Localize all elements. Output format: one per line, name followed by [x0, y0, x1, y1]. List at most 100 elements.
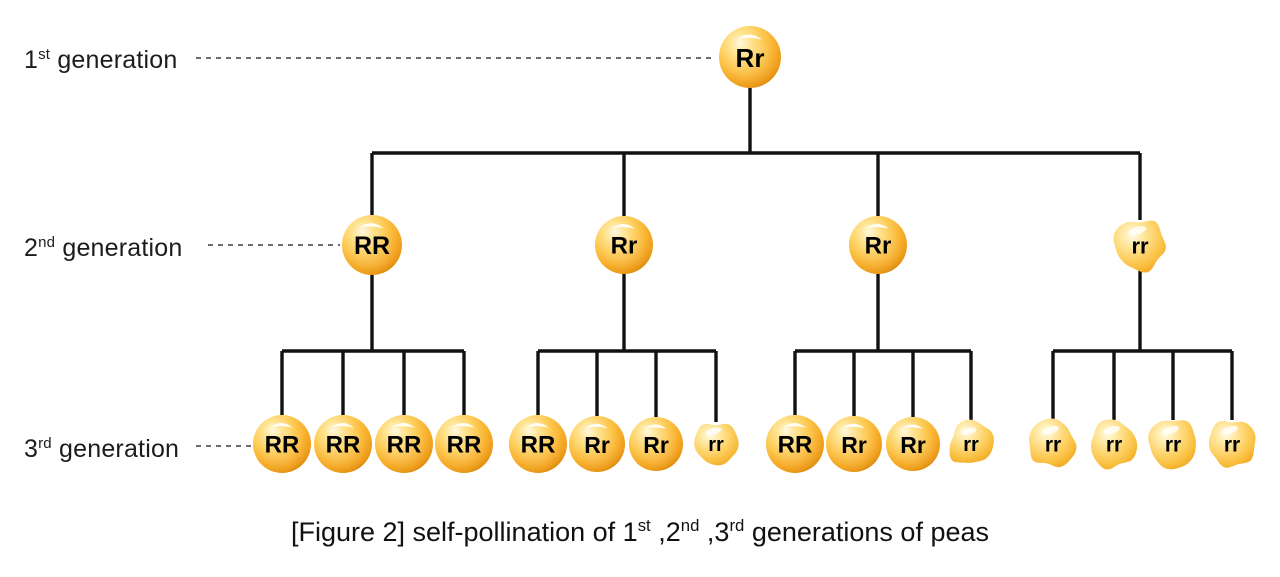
pea-genotype-label: RR [265, 432, 300, 459]
pea-rr-generation-3-14[interactable]: rr [1091, 419, 1138, 470]
generation-label-number: 1 [24, 46, 38, 74]
pea-gloss [257, 424, 307, 471]
pea-rr-generation-3-9[interactable]: RR [766, 415, 824, 473]
generation-label-generation-2: 2nd generation [24, 234, 183, 262]
pea-rr-generation-3-8[interactable]: rr [694, 423, 739, 466]
pea-gloss [346, 224, 398, 273]
pea-gloss [439, 424, 489, 471]
pea-rr-generation-3-12[interactable]: rr [949, 419, 994, 463]
pea-genotype-label: RR [778, 432, 813, 459]
pea-highlight [611, 223, 636, 229]
pea-body-wrinkled [694, 423, 739, 466]
caption-ordinal-3: 3 [714, 517, 730, 547]
pea-gloss [572, 424, 622, 470]
pea-genotype-label: RR [354, 232, 390, 260]
pea-rr-generation-2-3[interactable]: Rr [849, 216, 907, 274]
pea-rr-generation-2-1[interactable]: RR [342, 215, 402, 275]
pea-gloss [853, 225, 903, 272]
pea-genotype-label: rr [1045, 434, 1061, 457]
generation-label-number: 3 [24, 435, 38, 463]
pea-genotype-label: Rr [841, 432, 867, 458]
generation-label-generation-3: 3rd generation [24, 435, 179, 463]
pea-rr-generation-3-5[interactable]: RR [509, 415, 567, 473]
pea-gloss [723, 35, 777, 86]
generation-label-word: generation [55, 234, 182, 262]
generation-label-generation-1: 1st generation [24, 46, 178, 74]
pea-rr-generation-3-1[interactable]: RR [253, 415, 311, 473]
pea-highlight [269, 422, 294, 428]
pea-rr-generation-3-13[interactable]: rr [1029, 418, 1077, 468]
generation-label-word: generation [50, 46, 177, 74]
pea-gloss [632, 425, 680, 469]
pea-gloss [829, 424, 879, 470]
pea-genotype-label: RR [387, 432, 422, 459]
pea-highlight [644, 424, 667, 429]
pea-highlight [1042, 425, 1059, 435]
pea-gloss [379, 424, 429, 471]
pea-genotype-label: RR [447, 432, 482, 459]
pea-genotype-label: rr [1131, 234, 1149, 259]
generation-label-ordinal-suffix: st [38, 46, 51, 63]
pea-rr-generation-3-7[interactable]: Rr [629, 417, 683, 471]
pea-genotype-label: Rr [900, 432, 926, 458]
pea-genotype-label: RR [521, 432, 556, 459]
pea-rr-generation-3-6[interactable]: Rr [569, 416, 625, 472]
pea-rr-generation-1-1[interactable]: Rr [719, 26, 781, 88]
leader-lines-layer [196, 57, 716, 447]
pea-highlight [330, 422, 355, 428]
pea-rr-generation-3-2[interactable]: RR [314, 415, 372, 473]
pea-highlight [706, 427, 722, 436]
caption-prefix: [Figure 2] self-pollination of [290, 517, 623, 547]
pea-genotype-label: Rr [584, 432, 610, 458]
pea-rr-generation-3-3[interactable]: RR [375, 415, 433, 473]
pea-genotype-label: rr [1106, 434, 1122, 457]
pea-highlight [1128, 226, 1147, 235]
pea-highlight [525, 422, 550, 428]
pea-rr-generation-3-11[interactable]: Rr [886, 417, 940, 471]
pea-body-wrinkled [1113, 220, 1166, 273]
pea-gloss [318, 424, 368, 471]
pea-highlight [782, 422, 807, 428]
pea-gloss [513, 424, 563, 471]
pea-genotype-label: Rr [865, 233, 892, 260]
pea-rr-generation-2-4[interactable]: rr [1113, 220, 1166, 273]
figure-caption: [Figure 2] self-pollination of 1st ,2nd … [0, 516, 1280, 548]
pea-gloss [889, 425, 937, 469]
pea-rr-generation-2-2[interactable]: Rr [595, 216, 653, 274]
pea-highlight [451, 422, 476, 428]
caption-separator-1: , [650, 517, 666, 547]
pea-body-wrinkled [1029, 418, 1077, 468]
pea-body-wrinkled [1148, 420, 1196, 470]
pea-highlight [391, 422, 416, 428]
pea-highlight [1103, 425, 1120, 435]
pea-highlight [1221, 425, 1238, 435]
generation-label-number: 2 [24, 234, 38, 262]
pea-rr-generation-3-4[interactable]: RR [435, 415, 493, 473]
pea-genotype-label: RR [326, 432, 361, 459]
pea-rr-generation-3-10[interactable]: Rr [826, 416, 882, 472]
pea-genotype-label: rr [1165, 434, 1181, 457]
pea-highlight [1162, 425, 1179, 435]
pea-rr-generation-3-15[interactable]: rr [1148, 420, 1196, 470]
caption-ordinal-1: 1 [622, 517, 638, 547]
pea-highlight [585, 423, 608, 429]
generation-label-word: generation [52, 435, 179, 463]
pea-highlight [865, 223, 890, 229]
pea-body-wrinkled [949, 419, 994, 463]
pea-body-wrinkled [1091, 419, 1138, 470]
pea-gloss [599, 225, 649, 272]
pea-highlight [961, 427, 977, 436]
generation-label-ordinal-suffix: nd [38, 234, 55, 251]
pea-genotype-label: Rr [643, 432, 669, 458]
caption-ordinal-2-suffix: nd [680, 516, 700, 535]
pea-highlight [359, 223, 384, 229]
pea-rr-generation-3-16[interactable]: rr [1208, 421, 1256, 468]
caption-suffix: generations of peas [744, 517, 990, 547]
pea-genotype-label: Rr [736, 43, 765, 73]
pea-genotype-label: Rr [611, 233, 638, 260]
pea-gloss [770, 424, 820, 471]
